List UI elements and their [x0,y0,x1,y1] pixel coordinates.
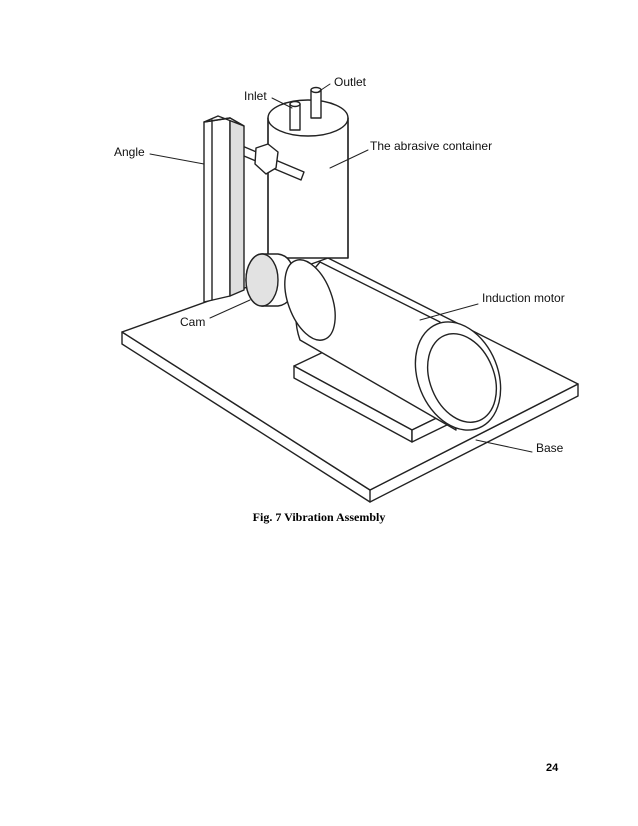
outlet-pipe [310,86,322,119]
label-container: The abrasive container [370,139,492,153]
figure-caption: Fig. 7 Vibration Assembly [252,510,386,524]
vibration-assembly-figure: Inlet Outlet Angle The abrasive containe… [98,68,600,503]
abrasive-container [267,99,349,259]
label-cam: Cam [180,315,205,329]
label-outlet: Outlet [334,75,367,89]
induction-motor [284,259,502,431]
label-inlet: Inlet [244,89,267,103]
label-base: Base [536,441,564,455]
leader-lines [149,83,533,453]
inlet-pipe [289,100,301,131]
label-motor: Induction motor [482,291,565,305]
page-number: 24 [546,762,559,774]
angle-bracket [203,115,245,303]
label-angle: Angle [114,145,145,159]
